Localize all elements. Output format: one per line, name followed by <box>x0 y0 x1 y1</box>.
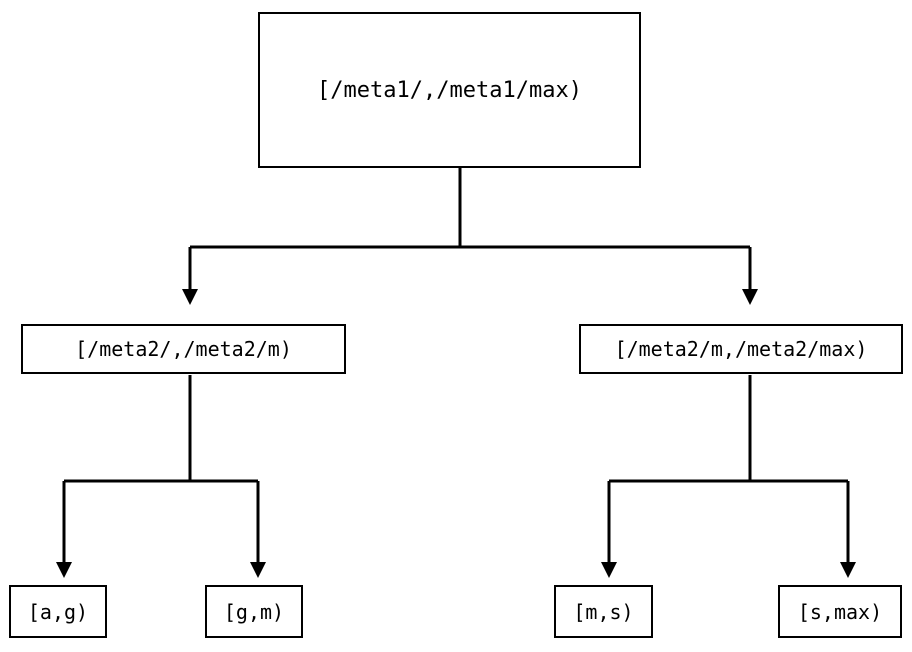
tree-node-root[interactable]: [/meta1/,/meta1/max) <box>258 12 641 168</box>
tree-node-root-label: [/meta1/,/meta1/max) <box>317 77 582 103</box>
tree-node-leaf-smax[interactable]: [s,max) <box>778 585 902 638</box>
tree-node-mid-left[interactable]: [/meta2/,/meta2/m) <box>21 324 346 374</box>
arrowhead-icon-mid-right <box>742 289 758 305</box>
tree-node-leaf-smax-label: [s,max) <box>797 599 883 624</box>
tree-node-leaf-gm-label: [g,m) <box>223 599 285 624</box>
tree-node-mid-right[interactable]: [/meta2/m,/meta2/max) <box>579 324 903 374</box>
tree-node-mid-right-label: [/meta2/m,/meta2/max) <box>614 337 868 361</box>
arrowhead-icon-leaf-smax <box>840 562 856 578</box>
arrowhead-icon-leaf-gm <box>250 562 266 578</box>
arrowhead-icon-leaf-ag <box>56 562 72 578</box>
tree-node-leaf-gm[interactable]: [g,m) <box>205 585 303 638</box>
arrowhead-icon-mid-left <box>182 289 198 305</box>
tree-node-leaf-ag[interactable]: [a,g) <box>9 585 107 638</box>
tree-node-leaf-ms-label: [m,s) <box>573 599 634 624</box>
tree-node-leaf-ag-label: [a,g) <box>27 599 89 624</box>
arrowhead-icon-leaf-ms <box>601 562 617 578</box>
tree-node-mid-left-label: [/meta2/,/meta2/m) <box>75 337 292 361</box>
tree-node-leaf-ms[interactable]: [m,s) <box>554 585 653 638</box>
